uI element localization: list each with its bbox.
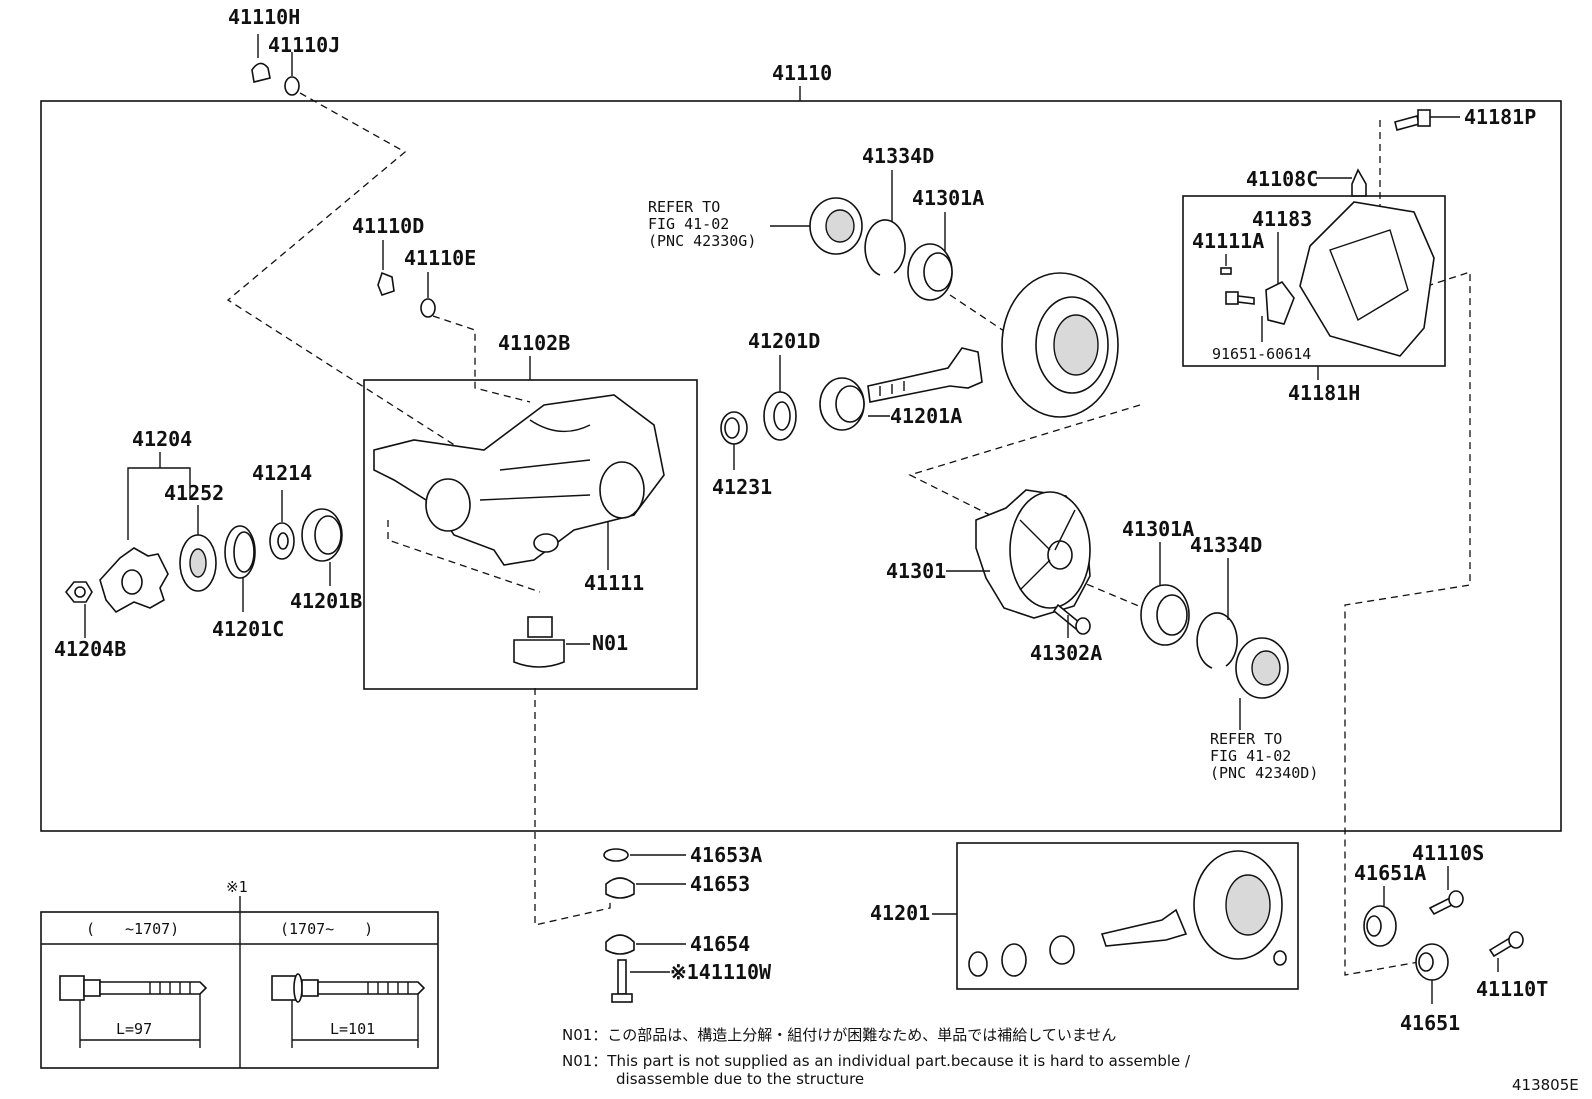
- breather-41108C[interactable]: [1351, 168, 1367, 197]
- bolt-41302A[interactable]: [1052, 603, 1091, 635]
- table-marker: ※1: [226, 878, 248, 896]
- label-41108C[interactable]: 41108C: [1246, 167, 1318, 191]
- table-col1-header: ( ~1707): [86, 920, 179, 938]
- mount-41651A[interactable]: [1363, 905, 1397, 947]
- label-N01[interactable]: N01: [592, 631, 628, 655]
- label-41301A-top[interactable]: 41301A: [912, 186, 984, 210]
- bolt-41110T[interactable]: [1488, 931, 1524, 958]
- label-41110D[interactable]: 41110D: [352, 214, 424, 238]
- label-41334D-top[interactable]: 41334D: [862, 144, 934, 168]
- refer-top-line3: (PNC 42330G): [648, 232, 756, 250]
- cover-subassembly-frame: [1182, 195, 1446, 367]
- nut-41110D[interactable]: [377, 271, 395, 296]
- label-41110S[interactable]: 41110S: [1412, 841, 1484, 865]
- cushion-41654[interactable]: [605, 934, 635, 955]
- main-assembly-label[interactable]: 41110: [772, 61, 832, 85]
- spacer-41201D[interactable]: [763, 391, 797, 441]
- label-41110E[interactable]: 41110E: [404, 246, 476, 270]
- snap-ring-41334D-bot[interactable]: [1196, 612, 1238, 669]
- refer-bottom-line1: REFER TO: [1210, 730, 1282, 748]
- ring-gear[interactable]: [1001, 272, 1119, 418]
- label-41102B[interactable]: 41102B: [498, 331, 570, 355]
- label-41301A-bot[interactable]: 41301A: [1122, 517, 1194, 541]
- label-41183[interactable]: 41183: [1252, 207, 1312, 231]
- mount-41651[interactable]: [1415, 943, 1449, 981]
- table-col2-header: (1707~ ): [280, 920, 373, 938]
- bolt-91651[interactable]: [1225, 291, 1255, 305]
- refer-bottom-line3: (PNC 42340D): [1210, 764, 1318, 782]
- washer-41653A[interactable]: [603, 848, 629, 862]
- bearing-41201A[interactable]: [819, 377, 865, 431]
- refer-top-line2: FIG 41-02: [648, 215, 729, 233]
- label-41111[interactable]: 41111: [584, 571, 644, 595]
- washer-41110J[interactable]: [284, 76, 300, 96]
- label-41201D[interactable]: 41201D: [748, 329, 820, 353]
- label-41201A[interactable]: 41201A: [890, 404, 962, 428]
- differential-case-41301[interactable]: [975, 489, 1091, 619]
- bolt-drawing-1: [59, 975, 208, 1001]
- rear-cover[interactable]: [1299, 201, 1435, 357]
- label-41653[interactable]: 41653: [690, 872, 750, 896]
- pinion-shaft[interactable]: [867, 347, 983, 403]
- table-col2-length: L=101: [330, 1020, 375, 1038]
- label-41110W[interactable]: ※141110W: [670, 960, 772, 984]
- main-assembly-frame: [40, 100, 1562, 832]
- bearing-41301A-bot[interactable]: [1140, 584, 1190, 646]
- label-41651[interactable]: 41651: [1400, 1011, 1460, 1035]
- nut-41110H[interactable]: [251, 62, 271, 83]
- kit-parts-41201[interactable]: [968, 850, 1287, 977]
- bearing-41201B[interactable]: [301, 508, 343, 562]
- cushion-41653[interactable]: [605, 877, 635, 899]
- label-41651A[interactable]: 41651A: [1354, 861, 1426, 885]
- bearing-41301A-top[interactable]: [907, 243, 953, 301]
- bolt-drawing-2: [271, 973, 426, 1003]
- label-41204[interactable]: 41204: [132, 427, 192, 451]
- refer-bottom-line2: FIG 41-02: [1210, 747, 1291, 765]
- bolt-41181P[interactable]: [1394, 109, 1431, 131]
- label-41181H[interactable]: 41181H: [1288, 381, 1360, 405]
- label-91651-60614[interactable]: 91651-60614: [1212, 345, 1311, 363]
- label-41301[interactable]: 41301: [886, 559, 946, 583]
- nut-41204B[interactable]: [64, 581, 93, 603]
- label-41110T[interactable]: 41110T: [1476, 977, 1548, 1001]
- oil-seal-top[interactable]: [809, 197, 863, 255]
- bolt-41110W[interactable]: [611, 959, 633, 1003]
- kit-41201-frame: [956, 842, 1299, 990]
- note-en-line1: N01：This part is not supplied as an indi…: [562, 1052, 1191, 1070]
- note-en-line2: disassemble due to the structure: [616, 1070, 864, 1088]
- label-41214[interactable]: 41214: [252, 461, 312, 485]
- label-41201B[interactable]: 41201B: [290, 589, 362, 613]
- label-41204B[interactable]: 41204B: [54, 637, 126, 661]
- label-41201[interactable]: 41201: [870, 901, 930, 925]
- washer-41110E[interactable]: [420, 298, 436, 318]
- note-jp: N01：この部品は、構造上分解・組付けが困難なため、単品では補給していません: [562, 1026, 1116, 1044]
- pin-41111A[interactable]: [1220, 267, 1232, 275]
- oil-seal-41252[interactable]: [179, 534, 217, 592]
- collar-41231[interactable]: [720, 411, 748, 445]
- label-41110J[interactable]: 41110J: [268, 33, 340, 57]
- flange-41204[interactable]: [99, 547, 169, 614]
- label-41110H[interactable]: 41110H: [228, 5, 300, 29]
- label-41334D-bot[interactable]: 41334D: [1190, 533, 1262, 557]
- label-41111A[interactable]: 41111A: [1192, 229, 1264, 253]
- oil-seal-bottom[interactable]: [1235, 637, 1289, 699]
- spacer-41201C[interactable]: [224, 525, 256, 579]
- label-41654[interactable]: 41654: [690, 932, 750, 956]
- diagram-id: 413805E: [1512, 1076, 1579, 1094]
- label-41302A[interactable]: 41302A: [1030, 641, 1102, 665]
- gasket-41183[interactable]: [1265, 280, 1295, 325]
- label-41201C[interactable]: 41201C: [212, 617, 284, 641]
- refer-top-line1: REFER TO: [648, 198, 720, 216]
- bolt-41110S[interactable]: [1428, 890, 1464, 916]
- table-col1-length: L=97: [116, 1020, 152, 1038]
- snap-ring-41334D-top[interactable]: [864, 219, 906, 276]
- label-41653A[interactable]: 41653A: [690, 843, 762, 867]
- label-41231[interactable]: 41231: [712, 475, 772, 499]
- bushing-N01[interactable]: [513, 616, 565, 668]
- washer-41214[interactable]: [269, 522, 295, 560]
- carrier-housing-41111[interactable]: [373, 394, 665, 566]
- label-41252[interactable]: 41252: [164, 481, 224, 505]
- label-41181P[interactable]: 41181P: [1464, 105, 1536, 129]
